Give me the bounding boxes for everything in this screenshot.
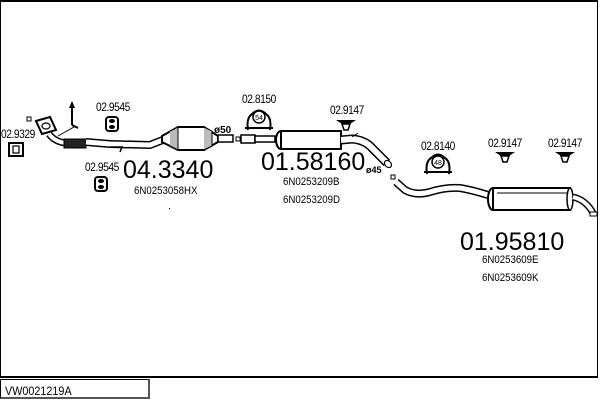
reference-code: VW0021219A (5, 384, 72, 398)
hanger-rear-1-icon[interactable] (495, 152, 515, 163)
front-pipe-part-number[interactable]: 04.3340 (123, 156, 214, 184)
rear-silencer-oem-2: 6N0253609K (482, 272, 539, 284)
clamp-54-label: 02.8150 (242, 92, 276, 106)
front-pipe-oem-1: 6N0253058HX (134, 185, 198, 197)
gasket-flange-icon[interactable] (8, 142, 24, 157)
rubber-mount-bottom-icon[interactable] (94, 176, 108, 192)
clamp-54-size: 54 (255, 115, 263, 122)
sensor-bracket-icon (57, 101, 79, 137)
marker-icon (26, 116, 32, 122)
rear-silencer[interactable] (390, 174, 598, 217)
reference-box: VW0021219A (0, 379, 150, 399)
clamp-48-label: 02.8140 (421, 139, 455, 153)
center-silencer-oem-1: 6N0253209B (283, 176, 340, 188)
manifold-flange-icon (34, 115, 58, 136)
rubber-mount-top-label: 02.9545 (96, 100, 130, 114)
clamp-48-size: 48 (434, 160, 442, 167)
hanger-rear-2-icon[interactable] (555, 152, 575, 163)
clamp-54-icon[interactable]: 54 (245, 109, 273, 131)
rubber-mount-bottom-label: 02.9545 (85, 160, 119, 174)
diagram-frame (0, 0, 598, 378)
clamp-48-icon[interactable]: 48 (424, 153, 452, 175)
hanger-rear-1-label: 02.9147 (488, 136, 522, 150)
gasket-flange-label: 02.9329 (1, 127, 35, 141)
connector-pipe (235, 134, 276, 144)
center-outlet-dimension: ø45 (366, 165, 382, 175)
hanger-center-icon[interactable] (336, 120, 356, 131)
hanger-rear-2-label: 02.9147 (548, 136, 582, 150)
hanger-center-label: 02.9147 (330, 103, 364, 117)
stray-dot (169, 208, 170, 209)
center-silencer-part-number[interactable]: 01.58160 (261, 148, 366, 176)
rear-silencer-part-number[interactable]: 01.95810 (460, 228, 565, 256)
center-silencer[interactable] (275, 130, 393, 169)
front-outlet-dimension: ø50 (214, 125, 232, 136)
front-pipe[interactable] (46, 126, 234, 153)
center-silencer-oem-2: 6N0253209D (283, 194, 341, 206)
rubber-mount-top-icon[interactable] (105, 116, 119, 132)
rear-silencer-oem-1: 6N0253609E (482, 254, 539, 266)
